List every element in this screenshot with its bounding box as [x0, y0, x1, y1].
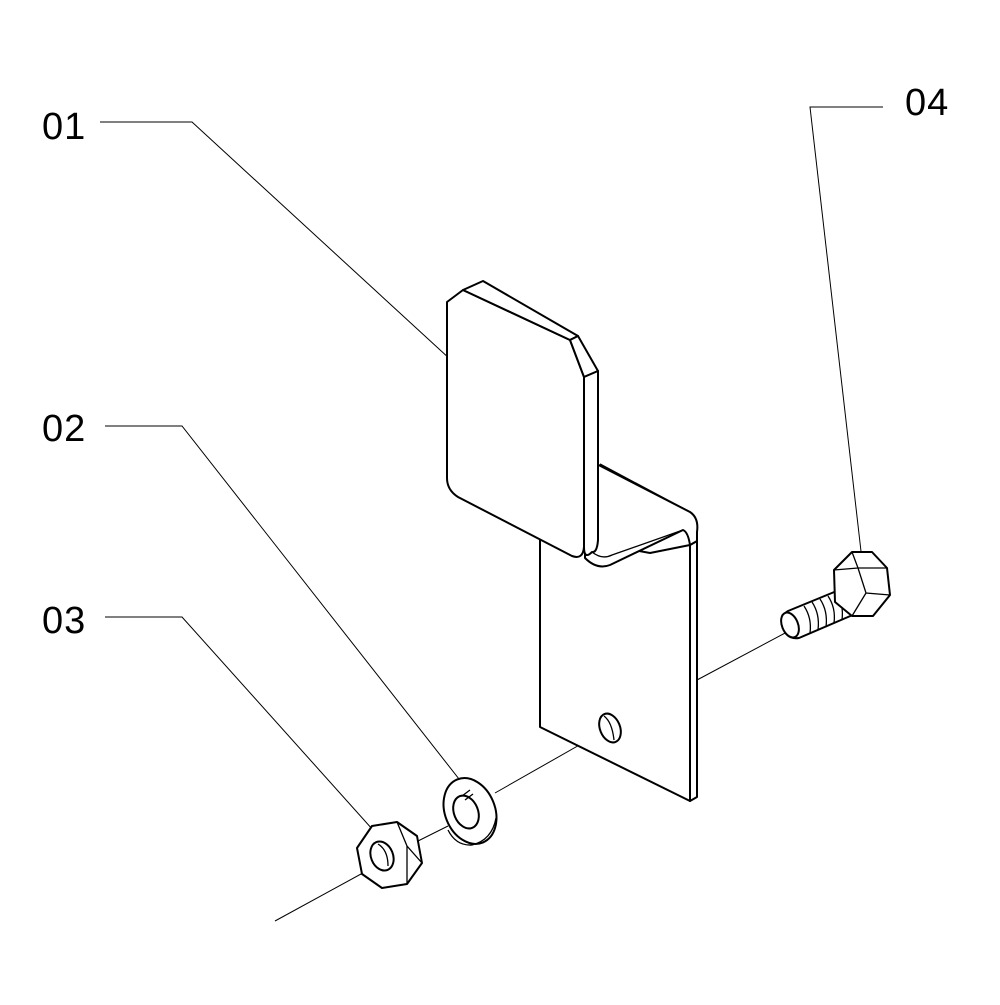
bracket-mounting-hole	[598, 712, 622, 744]
axis-line-washer-nut	[417, 825, 449, 842]
leader-line-02	[105, 425, 471, 794]
callout-label-03: 03	[42, 600, 87, 642]
part-04-hex-bolt	[780, 551, 891, 640]
leader-line-03	[105, 616, 383, 841]
nut-bore-depth	[377, 843, 389, 867]
bracket-bend	[584, 457, 699, 568]
callout-label-02: 02	[42, 408, 87, 450]
washer-inner-rim	[452, 794, 480, 830]
bolt-hex-head	[833, 551, 891, 617]
callout-label-01: 01	[42, 106, 87, 148]
washer-thickness-edge	[447, 817, 497, 846]
part-03-hex-nut	[356, 821, 423, 889]
leader-line-01	[100, 121, 501, 406]
callout-label-04: 04	[905, 82, 950, 124]
leader-lines	[100, 106, 883, 841]
nut-face-3	[356, 825, 373, 849]
bolt-head-face-3	[851, 592, 867, 617]
bracket-lower-plate	[539, 532, 691, 802]
axis-line-bolt-bracket	[696, 631, 788, 681]
washer-split	[461, 789, 474, 801]
bracket-hole-depth	[603, 715, 615, 741]
assembly-axis	[274, 631, 788, 922]
bracket-bend-line	[599, 463, 691, 513]
bracket-upper-plate-side	[583, 370, 599, 557]
bolt-head-face-4	[833, 567, 859, 571]
part-02-lock-washer	[442, 777, 498, 846]
leader-line-04	[809, 106, 883, 561]
bracket-bend-inner-line	[591, 529, 684, 558]
part-01-bracket	[446, 280, 699, 802]
axis-line-nut	[274, 867, 373, 922]
bracket-lower-plate-edge	[689, 540, 698, 802]
bolt-shank-tip	[780, 611, 800, 639]
